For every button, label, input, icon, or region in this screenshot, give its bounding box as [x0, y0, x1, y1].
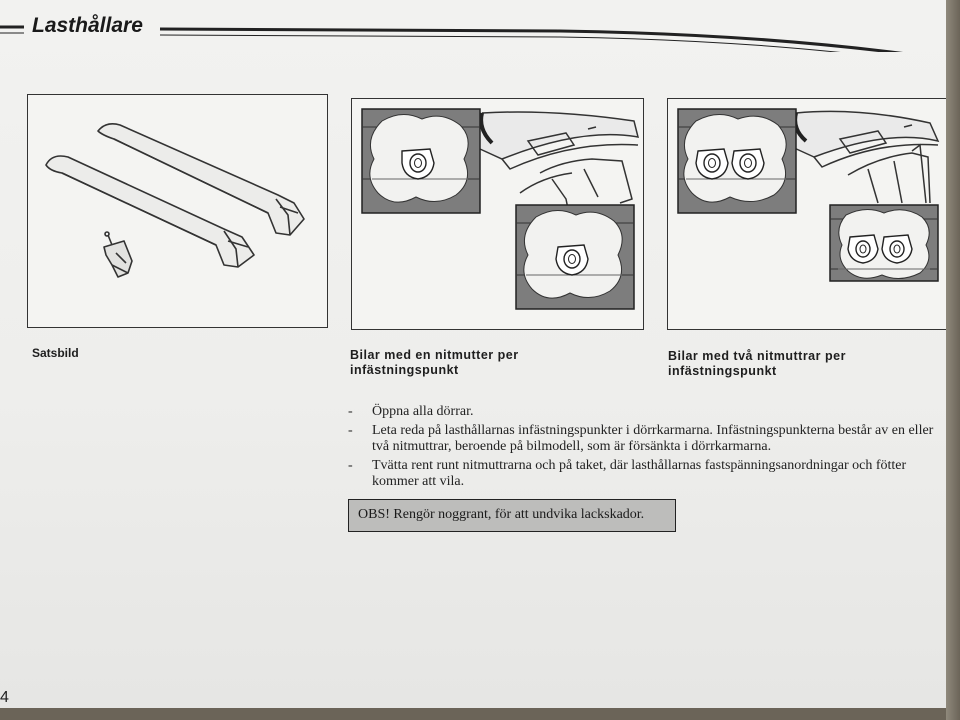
inset-bottom [829, 204, 939, 282]
figure-single-rivet-nut [351, 98, 644, 330]
list-bullet: - [348, 458, 353, 473]
rivet-nut-icon [731, 148, 765, 180]
page-title: Lasthållare [32, 14, 143, 37]
rivet-nut-icon [401, 148, 435, 180]
instruction-text: Leta reda på lasthållarnas infästningspu… [372, 423, 934, 454]
list-bullet: - [348, 423, 353, 438]
list-item: - Leta reda på lasthållarnas infästnings… [346, 423, 946, 455]
list-bullet: - [348, 404, 353, 419]
instruction-list: - Öppna alla dörrar. - Leta reda på last… [346, 404, 946, 493]
figure-caption-kit: Satsbild [32, 346, 79, 360]
page-number: 4 [0, 689, 9, 706]
list-item: - Öppna alla dörrar. [346, 404, 946, 420]
rivet-nut-icon [555, 244, 589, 276]
rivet-nut-icon [881, 234, 913, 264]
header-rule [0, 25, 904, 52]
mounting-bolt-icon [103, 231, 133, 278]
figure-double-rivet-nut [667, 98, 948, 330]
inset-top [361, 108, 481, 214]
rivet-nut-icon [847, 234, 879, 264]
instruction-text: Tvätta rent runt nitmuttrarna och på tak… [372, 458, 907, 489]
figure-caption-double: Bilar med två nitmuttrar per infästnings… [668, 349, 846, 378]
car-roof-icon [479, 111, 640, 160]
manual-page: Lasthållare [0, 0, 948, 708]
instruction-text: Öppna alla dörrar. [372, 404, 474, 419]
figure-caption-single: Bilar med en nitmutter per infästningspu… [350, 348, 519, 377]
figure-kit-contents [27, 94, 328, 328]
inset-bottom [515, 204, 635, 310]
rivet-nut-icon [695, 148, 729, 180]
background-edge [946, 0, 960, 720]
roof-rack-bar-icon [45, 123, 305, 278]
inset-top [677, 108, 797, 214]
warning-note: OBS! Rengör noggrant, för att undvika la… [348, 499, 676, 532]
section-header: Lasthållare [0, 12, 930, 52]
list-item: - Tvätta rent runt nitmuttrarna och på t… [346, 458, 946, 490]
